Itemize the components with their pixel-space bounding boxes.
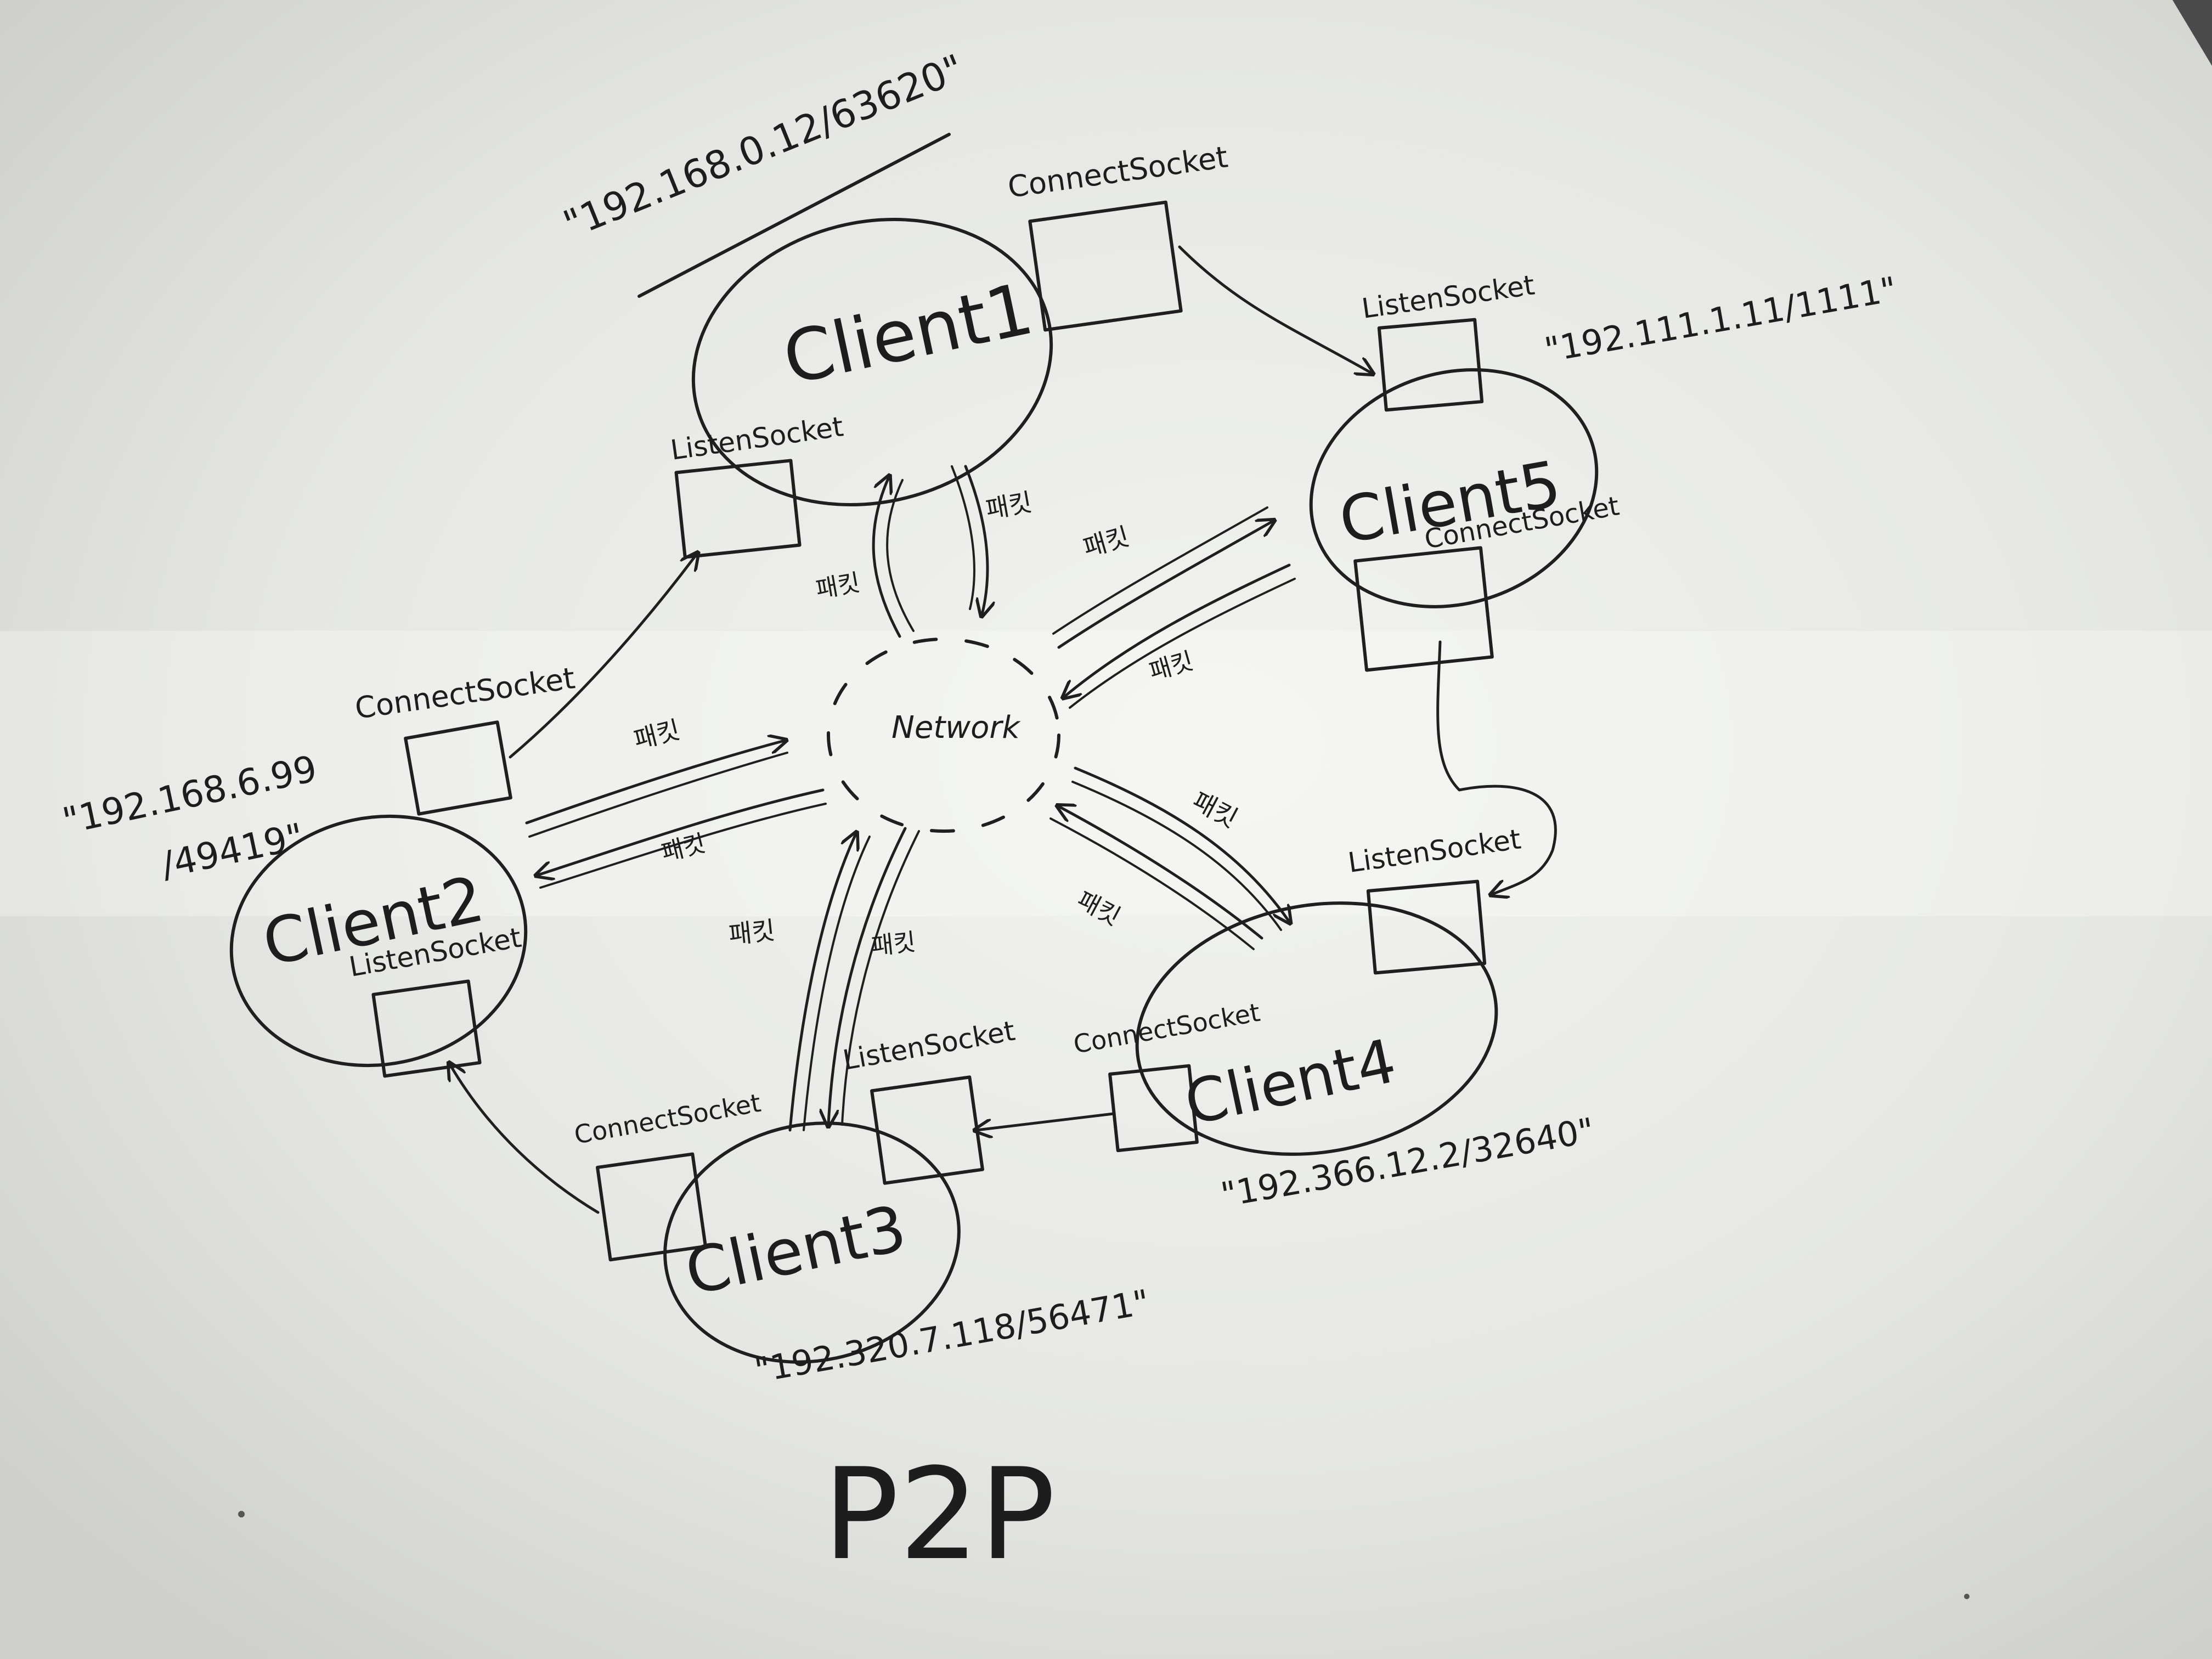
board-speck xyxy=(238,1511,245,1517)
client1-connect-socket xyxy=(1028,200,1183,332)
packet-arrow-client3-in xyxy=(828,827,907,1125)
arrow-client1-connect-to-client5-listen xyxy=(1178,245,1372,373)
diagram-title: P2P xyxy=(823,1442,1056,1588)
client2-connect-socket xyxy=(404,720,512,816)
packet-arrow-client1-in xyxy=(872,477,901,638)
board-frame-corner xyxy=(2172,0,2212,66)
packet-arrow-client4-out xyxy=(1059,806,1263,940)
packet-arrow-client1-out xyxy=(964,465,988,614)
packet-arrow-client5-in xyxy=(1057,521,1273,649)
arrow-client2-connect-to-client1-listen xyxy=(509,554,697,759)
packet-label-client3-in: 패킷 xyxy=(870,928,917,961)
packet-arrow-client4-in xyxy=(1074,766,1289,922)
client5-connect-socket xyxy=(1353,546,1494,672)
packet-arrow-client3-out xyxy=(788,834,856,1132)
network-label: Network xyxy=(891,710,1021,746)
packet-arrow-client2-out xyxy=(525,741,785,825)
arrow-client4-connect-to-client3-listen xyxy=(977,1112,1115,1130)
client4-listen-socket xyxy=(1366,879,1487,975)
client3-connect-socket xyxy=(596,1152,707,1262)
client4-ellipse xyxy=(1135,901,1498,1156)
client1-listen-socket xyxy=(674,459,802,559)
packet-label-client3-out: 패킷 xyxy=(727,915,777,950)
network-node: Network xyxy=(827,637,1060,833)
arrow-client5-connect-to-client4-listen xyxy=(1436,640,1557,894)
client5-listen-socket xyxy=(1377,318,1484,412)
client5-ellipse xyxy=(1309,368,1599,608)
socket-connections xyxy=(450,245,1557,1214)
packet-arrow-client2-in xyxy=(538,788,825,875)
client2-ellipse xyxy=(229,814,528,1068)
packet-arrow-client5-out xyxy=(1064,563,1291,697)
client1-address-underline xyxy=(637,133,951,298)
board-speck xyxy=(1964,1594,1970,1599)
client3-ellipse xyxy=(663,1121,961,1364)
client4-connect-socket xyxy=(1108,1064,1199,1153)
client2-listen-socket xyxy=(371,979,482,1078)
network-dashed-circle xyxy=(827,637,1060,833)
arrow-client3-connect-to-client2-listen xyxy=(450,1064,600,1214)
light-reflection xyxy=(0,631,2212,916)
client1-ellipse xyxy=(691,218,1053,506)
